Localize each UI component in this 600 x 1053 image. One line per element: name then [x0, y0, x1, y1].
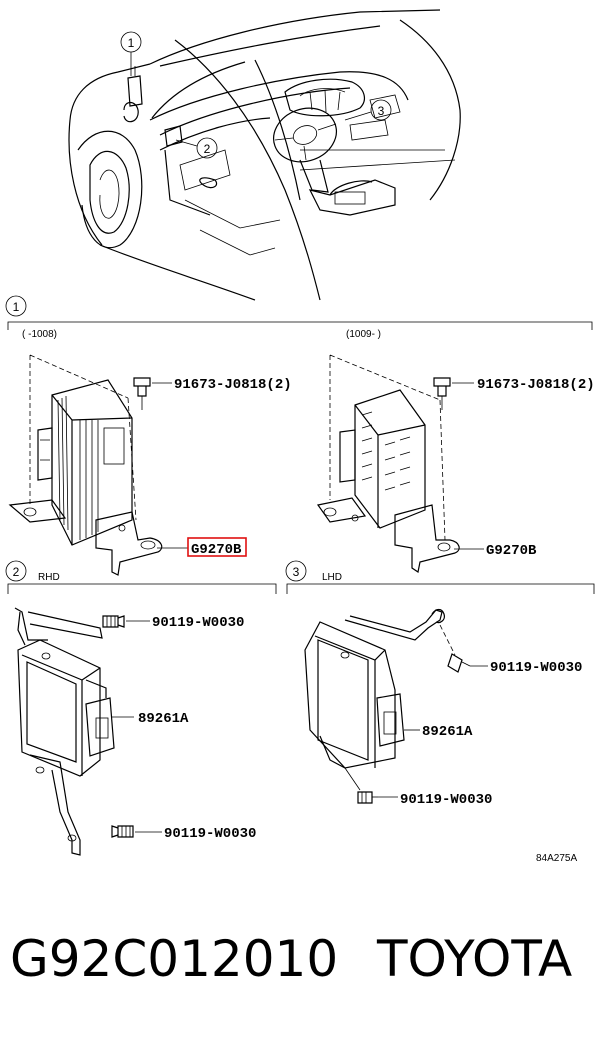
bolt-early [133, 377, 151, 410]
overview-callout-1: 1 [120, 31, 142, 76]
illustration-code: 84A275A [536, 853, 577, 864]
part-label-screw-lhd-bottom[interactable]: 90119-W0030 [400, 792, 492, 808]
svg-text:3: 3 [293, 565, 300, 579]
footer-part-number: G92C012010 [10, 930, 339, 988]
part-label-screw-rhd-top[interactable]: 90119-W0030 [152, 615, 244, 631]
overview-callout-2: 2 [175, 137, 218, 159]
highlight-box [187, 537, 247, 557]
range-label-right: (1009- ) [346, 329, 381, 340]
section-3-header: 3 [285, 560, 595, 594]
screw-rhd-top [102, 615, 125, 628]
svg-text:1: 1 [13, 300, 20, 314]
part-label-screw-rhd-bottom[interactable]: 90119-W0030 [164, 826, 256, 842]
dashboard-overview-illustration [68, 9, 461, 301]
section-2-header: 2 [5, 560, 277, 594]
svg-text:1: 1 [128, 36, 135, 50]
part-label-ecu-rhd[interactable]: 89261A [138, 711, 189, 727]
part-label-ecu-lhd[interactable]: 89261A [422, 724, 473, 740]
svg-text:3: 3 [378, 104, 385, 118]
part-label-bolt-left[interactable]: 91673-J0818(2) [174, 377, 292, 393]
part-label-screw-lhd-top[interactable]: 90119-W0030 [490, 660, 582, 676]
svg-text:2: 2 [13, 565, 20, 579]
svg-text:2: 2 [204, 142, 211, 156]
screw-rhd-bottom [111, 825, 134, 838]
section-label-lhd: LHD [322, 572, 342, 583]
screw-lhd-top [447, 653, 471, 673]
section-1-header: 1 [5, 295, 593, 330]
bolt-late [433, 377, 451, 410]
screw-lhd-bottom [357, 791, 378, 804]
computer-module-early [8, 354, 163, 576]
airbag-sensor-rhd [14, 607, 115, 856]
footer-brand: TOYOTA [377, 930, 573, 988]
part-label-bracket-left[interactable]: G9270B [191, 542, 242, 558]
overview-callout-3: 3 [344, 99, 392, 121]
range-label-left: ( -1008) [22, 329, 57, 340]
part-label-bracket-right[interactable]: G9270B [486, 543, 537, 559]
footer-bar: G92C012010 TOYOTA [10, 930, 590, 1020]
section-label-rhd: RHD [38, 572, 60, 583]
airbag-sensor-lhd [304, 608, 456, 791]
part-label-bolt-right[interactable]: 91673-J0818(2) [477, 377, 595, 393]
